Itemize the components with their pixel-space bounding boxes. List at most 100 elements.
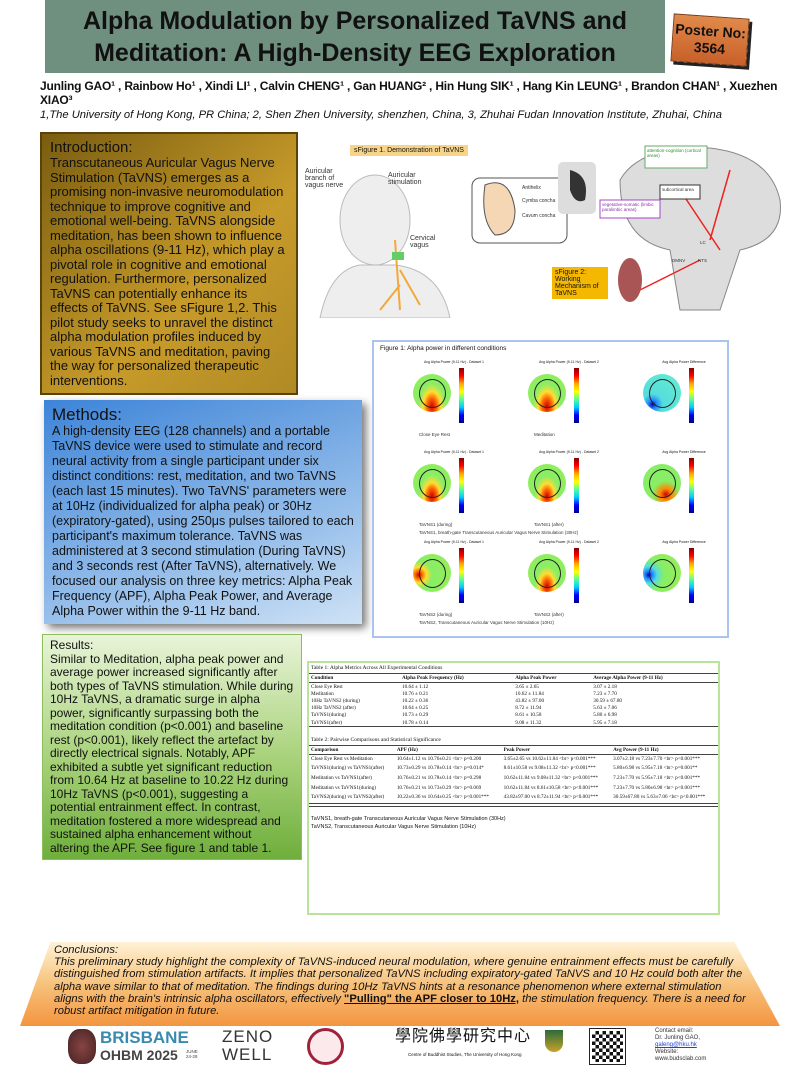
- table-row: Meditation vs TaVNS1(after) 10.76±0.21 vs…: [309, 774, 718, 784]
- byline: Junling GAO¹ , Rainbow Ho¹ , Xindi LI¹ ,…: [40, 79, 795, 122]
- colorbar: [459, 458, 464, 513]
- table-cell: 10.62±11.84 vs 9.08±11.32 <br> p<0.001**…: [503, 774, 598, 781]
- table-cell: 8.72 ± 11.94: [515, 705, 542, 712]
- sfigure2-caption: sFigure 2: Working Mechanism of TaVNS: [552, 267, 608, 299]
- methods-heading: Methods:: [52, 405, 122, 424]
- topomap-title: Avg Alpha Power (9-11 Hz) - Dataset 1: [424, 450, 484, 454]
- table-cell: TaVNS1(during): [311, 712, 347, 719]
- scalp-map: [528, 374, 566, 412]
- table-cell: 10.78 ± 0.14: [402, 719, 429, 726]
- contact-email-link[interactable]: galeng@hku.hk: [655, 1042, 697, 1048]
- condition-label: TaVNS2 (after): [534, 612, 564, 617]
- table-cell: TaVNS1(after): [311, 719, 343, 726]
- table-cell: 30.59 ± 67.80: [593, 697, 623, 704]
- results-body: Similar to Meditation, alpha peak power …: [50, 651, 294, 855]
- topomap: Avg Alpha Power (9-11 Hz) - Dataset 1: [399, 540, 509, 620]
- colorbar: [459, 368, 464, 423]
- table-row: 10Hz TaVNS2 (after) 10.64 ± 0.25 8.72 ± 11…: [309, 705, 718, 712]
- cbs-chinese-logo: 學院佛學研究中心: [395, 1028, 532, 1045]
- ohbm-city: BRISBANE: [100, 1028, 189, 1047]
- table-cell: 43.82 ± 97.00: [515, 697, 545, 704]
- table-cell: 10.76 ± 0.21: [402, 690, 429, 697]
- ohbm-name: OHBM 2025: [100, 1047, 178, 1063]
- table-row: Meditation vs TaVNS1(during)10.76±0.21 v…: [309, 784, 718, 794]
- scalp-map: [643, 464, 681, 502]
- zenowell-logo-1: ZENO: [222, 1027, 274, 1046]
- conclusions-body: This preliminary study highlight the com…: [54, 956, 743, 1005]
- conclusions-section: Conclusions: This preliminary study high…: [20, 942, 780, 1026]
- label-nts: NTS: [698, 258, 707, 263]
- zenowell-logo-2: WELL: [222, 1045, 273, 1064]
- topomap: Avg Alpha Power (9-11 Hz) - Dataset 2: [514, 450, 624, 530]
- title-line-1: Alpha Modulation by Personalized TaVNS a…: [82, 7, 628, 35]
- title-line-2: Meditation: A High-Density EEG Explorati…: [94, 39, 616, 67]
- table-cell: 3.07±2.18 vs 7.23±7.70 <br> p<0.001***: [613, 755, 701, 762]
- contact-name: Dr. Junling GAO,: [655, 1035, 701, 1041]
- table1-caption: Table 1: Alpha Metrics Across All Experi…: [309, 663, 718, 674]
- table-cell: 10.76±0.21 vs 10.78±0.14 <br> p=0.298: [396, 774, 482, 781]
- contact-info: Contact email: Dr. Junling GAO, galeng@h…: [655, 1028, 725, 1063]
- sfigures-panel: sFigure 1. Demonstration of TaVNS Auricu…: [300, 140, 788, 318]
- table-row: TaVNS2(during) vs TaVNS2(after) 10.22±0.3…: [309, 794, 718, 804]
- label-cervical-vagus: Cervical vagus: [410, 235, 436, 249]
- table-cell: Meditation vs TaVNS1(during): [311, 784, 376, 791]
- topomap: Avg Alpha Power (9-11 Hz) - Dataset 2: [514, 540, 624, 620]
- table-cell: 5.63 ± 7.06: [593, 705, 617, 712]
- label-subcortical: subcortical area: [662, 187, 694, 192]
- condition-label: TaVNS1 (after): [534, 522, 564, 527]
- qr-code[interactable]: [589, 1028, 626, 1065]
- topomap-title: Avg Alpha Power Difference: [662, 450, 706, 454]
- label-lc: LC: [700, 240, 706, 245]
- colorbar: [689, 368, 694, 423]
- table-footnote: TaVNS1, breath-gate Transcutaneous Auric…: [311, 816, 506, 823]
- intro-body: Transcutaneous Auricular Vagus Nerve Sti…: [50, 155, 285, 388]
- website-label: Website:: [655, 1049, 679, 1055]
- table-cell: 10.62±11.84 vs 8.61±10.58 <br> p<0.001**…: [503, 784, 599, 791]
- table-cell: Meditation vs TaVNS1(after): [311, 774, 372, 781]
- topomap-title: Avg Alpha Power Difference: [662, 360, 706, 364]
- authors: Junling GAO¹ , Rainbow Ho¹ , Xindi LI¹ ,…: [40, 79, 778, 107]
- table-cell: 10.62 ± 11.84: [515, 690, 544, 697]
- table-cell: 8.61 ± 10.58: [515, 712, 542, 719]
- table-cell: 5.95 ± 7.18: [593, 719, 617, 726]
- table-cell: 10.64 ± 1.12: [402, 683, 429, 690]
- scalp-map: [413, 464, 451, 502]
- label-dmnv: DMNV: [672, 258, 686, 263]
- table-header: Comparison: [309, 746, 395, 756]
- introduction-section: Introduction:Transcutaneous Auricular Va…: [40, 132, 298, 395]
- label-cymba: Cymba concha: [522, 198, 556, 204]
- table-cell: 8.61±10.58 vs 9.08±11.32 <br> p<0.001***: [503, 765, 596, 772]
- condition-label: Close Eye Rest: [419, 432, 451, 437]
- table-cell: 5.80±6.98 vs 5.95±7.18 <br> p=0.001**: [613, 765, 698, 772]
- table-row: TaVNS1(during) vs TaVNS1(after)10.73±0.2…: [309, 765, 718, 775]
- colorbar: [689, 548, 694, 603]
- topomap: Avg Alpha Power Difference: [629, 540, 739, 620]
- topomap-title: Avg Alpha Power (9-11 Hz) - Dataset 2: [539, 450, 599, 454]
- figure1-topomaps: Figure 1: Alpha power in different condi…: [372, 340, 729, 638]
- table-cell: 10.64±1.12 vs 10.76±0.21 <br> p=0.200: [396, 755, 482, 762]
- website-link[interactable]: www.budsclab.com: [655, 1056, 707, 1062]
- table-header: APF (Hz): [394, 746, 502, 756]
- table-cell: Close Eye Rest: [311, 683, 343, 690]
- table-header: Alpha Peak Power: [513, 674, 592, 683]
- scalp-map: [528, 554, 566, 592]
- colorbar: [459, 548, 464, 603]
- head-illustration: [319, 145, 781, 318]
- table-cell: Close Eye Rest vs Meditation: [311, 755, 373, 762]
- label-auricular-stimulation: Auricular stimulation: [388, 172, 422, 186]
- results-section: Results:Similar to Meditation, alpha pea…: [42, 634, 302, 860]
- table-cell: 3.65 ± 2.65: [515, 683, 539, 690]
- table-cell: Meditation: [311, 690, 334, 697]
- table-cell: 10.22±0.36 vs 10.64±0.25 <br> p<0.001***: [396, 794, 489, 801]
- affiliations: 1,The University of Hong Kong, PR China;…: [40, 109, 722, 121]
- topomap: Avg Alpha Power Difference: [629, 360, 739, 440]
- scalp-map: [643, 554, 681, 592]
- scalp-map: [413, 374, 451, 412]
- table-cell: 7.23±7.70 vs 5.80±6.98 <br> p<0.001***: [613, 784, 701, 791]
- footer-logos: BRISBANE OHBM 2025 JUNE 24-28 ZENO WELL …: [0, 1028, 800, 1066]
- table-cell: 10.64 ± 0.25: [402, 705, 429, 712]
- table-cell: 10Hz TaVNS2 (after): [311, 705, 356, 712]
- table-cell: 7.23±7.70 vs 5.95±7.18 <br> p<0.001***: [613, 774, 701, 781]
- table-cell: TaVNS2(during) vs TaVNS2(after): [311, 794, 385, 801]
